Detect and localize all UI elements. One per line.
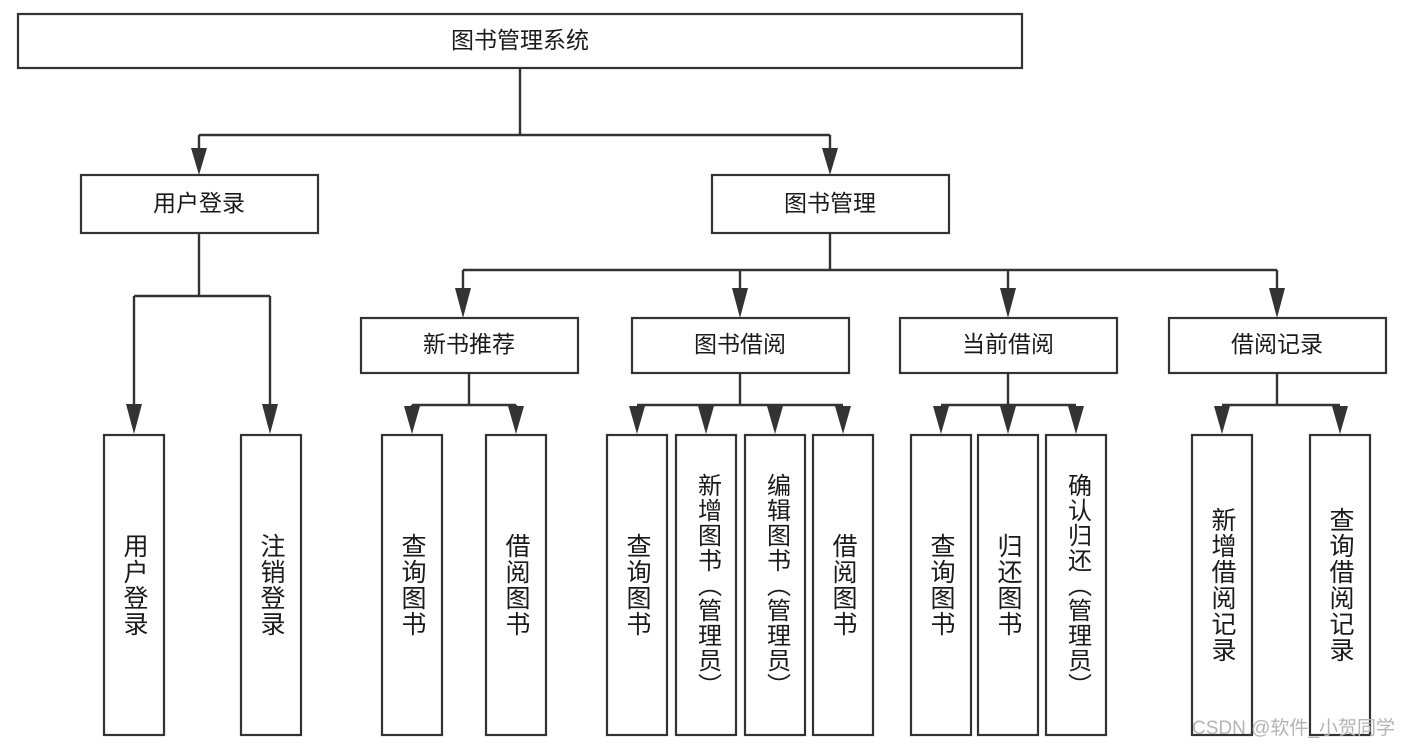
node-user-login-label: 用户登录 [153,190,245,216]
arrowhead-borrow-record [1269,288,1285,318]
node-borrow-record-label: 借阅记录 [1231,331,1323,357]
node-leaf-query-record-box[interactable] [1308,433,1372,737]
arrowhead-book-manage [822,148,838,175]
node-leaf-query-book-2-box[interactable] [605,433,669,737]
node-root-box[interactable] [16,12,1024,70]
arrowhead-leaf-query-book-2 [629,406,645,434]
node-leaf-confirm-return-box[interactable] [1044,433,1108,737]
node-leaf-borrow-book-2-box[interactable] [811,433,875,737]
node-leaf-borrow-book-1-box[interactable] [484,433,548,737]
node-borrow-record-box[interactable] [1167,316,1388,375]
arrowhead-leaf-borrow-book-2 [835,406,851,434]
node-new-book-rec-box[interactable] [359,316,580,375]
node-leaf-query-book-3-box[interactable] [909,433,973,737]
node-leaf-logout-box[interactable] [239,433,303,737]
node-leaf-user-login-box[interactable] [102,433,166,737]
node-borrow-record[interactable]: 借阅记录 [1167,316,1388,375]
node-user-login-box[interactable] [79,173,320,235]
node-current-borrow-label: 当前借阅 [962,331,1054,357]
arrowhead-user-login [191,148,207,175]
node-leaf-add-record-box[interactable] [1190,433,1254,737]
node-leaf-query-book-1-box[interactable] [380,433,444,737]
node-book-manage-box[interactable] [710,173,951,235]
node-new-book-rec-label: 新书推荐 [423,331,515,357]
node-book-borrow-label: 图书借阅 [694,331,786,357]
node-book-borrow-box[interactable] [630,316,851,375]
arrowhead-book-borrow [732,288,748,318]
node-leaf-return-book-box[interactable] [976,433,1040,737]
node-user-login[interactable]: 用户登录 [79,173,320,235]
node-book-manage[interactable]: 图书管理 [710,173,951,235]
arrowhead-new-book-rec [455,288,471,318]
arrowhead-leaf-edit-book [767,406,783,434]
arrowhead-leaf-confirm-return [1068,406,1084,434]
arrowhead-leaf-return-book [1000,406,1016,434]
node-book-manage-label: 图书管理 [784,190,876,216]
arrowhead-leaf-query-book-3 [933,406,949,434]
arrowhead-current-borrow [1000,288,1016,318]
node-current-borrow[interactable]: 当前借阅 [898,316,1119,375]
node-leaf-add-book-box[interactable] [674,433,738,737]
node-new-book-rec[interactable]: 新书推荐 [359,316,580,375]
arrowhead-leaf-query-book-1 [404,406,420,434]
csdn-watermark: CSDN @软件_小贺同学 [1192,718,1395,739]
arrowhead-leaf-add-record [1214,406,1230,434]
arrowhead-leaf-logout [262,404,278,434]
arrowhead-leaf-query-record [1332,406,1348,434]
arrowhead-leaf-borrow-book-1 [508,406,524,434]
node-root[interactable]: 图书管理系统 [16,12,1024,70]
arrowhead-leaf-user-login [126,404,142,434]
node-current-borrow-box[interactable] [898,316,1119,375]
node-root-label: 图书管理系统 [451,27,589,53]
node-book-borrow[interactable]: 图书借阅 [630,316,851,375]
connectors-layer [126,68,1348,434]
node-leaf-edit-book-box[interactable] [743,433,807,737]
arrowhead-leaf-add-book [698,406,714,434]
